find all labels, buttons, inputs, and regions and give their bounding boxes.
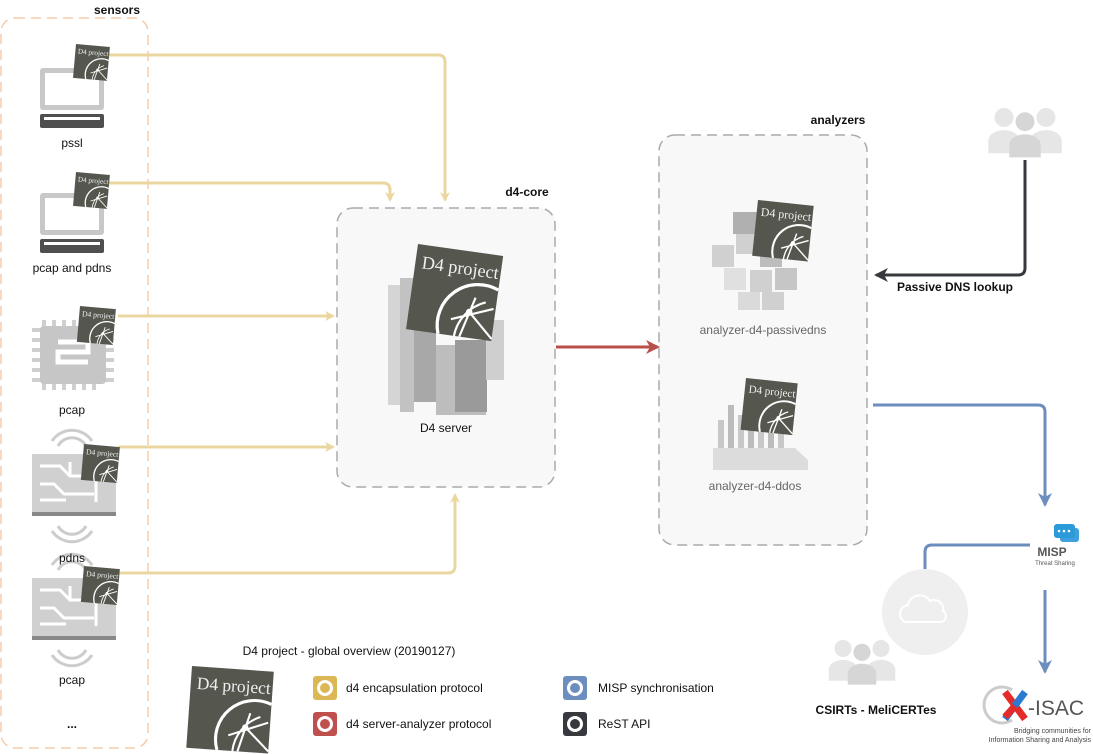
d4-project-logo: D4 project	[80, 444, 120, 484]
d4-core-group-title: d4-core	[505, 185, 549, 199]
misp-logo: MISP Threat Sharing	[1035, 524, 1079, 567]
d4-project-logo: D4 project	[73, 44, 110, 81]
cloud-icon	[882, 569, 968, 655]
xisac-logo-text: -ISAC	[1028, 697, 1084, 720]
users-icon	[988, 108, 1062, 158]
analyzer-ddos-label: analyzer-d4-ddos	[709, 479, 802, 493]
d4-project-logo: D4 project	[186, 666, 274, 754]
circuit-wireless-icon	[32, 552, 116, 668]
edge-analyzers-to-misp	[873, 403, 1052, 507]
ddos-analyzer-icon	[713, 405, 808, 470]
sensor-label: pcap and pdns	[33, 261, 112, 275]
sensor-label: pcap	[59, 403, 85, 417]
legend-swatch-icon	[563, 712, 587, 736]
edge-users-passive-dns	[874, 160, 1027, 282]
svg-text:D4 project: D4 project	[78, 176, 109, 187]
d4-project-logo: D4 project	[740, 378, 798, 436]
sensors-group-title: sensors	[94, 3, 140, 17]
legend-item: d4 encapsulation protocol	[313, 676, 483, 700]
sensor-label: pssl	[61, 136, 82, 150]
edge-misp-to-csirts	[918, 543, 1030, 584]
d4-project-logo: D4 project	[406, 244, 504, 342]
csirts-users-icon	[828, 639, 896, 685]
svg-text:D4 project: D4 project	[78, 48, 109, 59]
edge-pcap-pdns-to-core	[108, 181, 395, 202]
svg-text:D4 project: D4 project	[86, 447, 120, 459]
svg-text:D4 project: D4 project	[82, 309, 116, 321]
edge-pssl-to-core	[108, 53, 450, 202]
legend-swatch-icon	[563, 676, 587, 700]
csirts-label: CSIRTs - MeliCERTes	[816, 703, 937, 717]
analyzers-group-title: analyzers	[811, 113, 866, 127]
d4-server-label: D4 server	[420, 421, 472, 435]
d4-project-logo: D4 project	[80, 566, 120, 606]
passive-dns-lookup-label: Passive DNS lookup	[897, 280, 1013, 294]
d4-project-logo: D4 project	[73, 172, 110, 209]
legend-label: d4 server-analyzer protocol	[346, 717, 491, 731]
legend-label: d4 encapsulation protocol	[346, 681, 483, 695]
d4-project-logo: D4 project	[76, 306, 116, 346]
misp-logo-text: MISP	[1037, 545, 1066, 559]
misp-logo-subtext: Threat Sharing	[1035, 561, 1075, 567]
legend-label: MISP synchronisation	[598, 681, 714, 695]
sensor-label: pdns	[59, 551, 85, 565]
legend-item: ReST API	[563, 712, 650, 736]
sensors-more: ...	[67, 717, 77, 731]
d4-project-logo: D4 project	[752, 200, 814, 262]
legend-item: MISP synchronisation	[563, 676, 714, 700]
legend-label: ReST API	[598, 717, 650, 731]
svg-text:D4 project: D4 project	[748, 384, 796, 401]
diagram-title: D4 project - global overview (20190127)	[243, 644, 456, 658]
legend-swatch-icon	[313, 712, 337, 736]
analyzer-passivedns-label: analyzer-d4-passivedns	[700, 323, 827, 337]
legend-item: d4 server-analyzer protocol	[313, 712, 491, 736]
edge-pcap2-to-core	[118, 493, 460, 575]
svg-text:D4 project: D4 project	[760, 205, 812, 224]
legend-swatch-icon	[313, 676, 337, 700]
sensor-label: pcap	[59, 673, 85, 687]
svg-text:D4 project: D4 project	[86, 569, 120, 581]
